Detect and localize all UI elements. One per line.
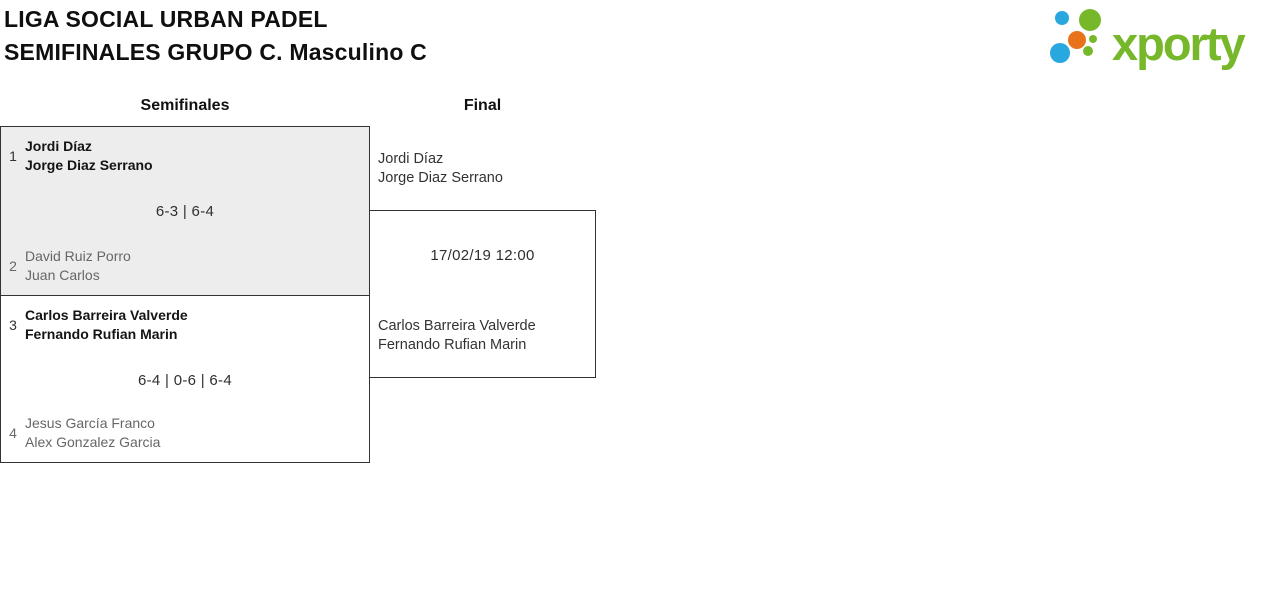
xporty-logo: xporty — [1048, 5, 1276, 73]
match-card-semifinal-1: 1 Jordi Díaz Jorge Diaz Serrano 6-3 | 6-… — [0, 126, 370, 296]
player-name: Carlos Barreira Valverde — [378, 318, 536, 334]
player-name: Fernando Rufian Marin — [25, 326, 178, 342]
player-name: Jordi Díaz — [25, 138, 92, 154]
player-name: Jorge Diaz Serrano — [378, 170, 503, 186]
player-name: Jorge Diaz Serrano — [25, 157, 153, 173]
team-row: 3 Carlos Barreira Valverde Fernando Rufi… — [1, 306, 369, 344]
player-name: Fernando Rufian Marin — [378, 337, 527, 353]
player-name: Alex Gonzalez Garcia — [25, 434, 161, 450]
round-header-semifinales: Semifinales — [140, 97, 230, 114]
team-players: David Ruiz Porro Juan Carlos — [25, 247, 131, 285]
seed-number: 4 — [9, 424, 17, 441]
player-name: Juan Carlos — [25, 267, 100, 283]
match-card-semifinal-2: 3 Carlos Barreira Valverde Fernando Rufi… — [0, 295, 370, 463]
player-name: Jordi Díaz — [378, 151, 444, 167]
team-players: Carlos Barreira Valverde Fernando Rufian… — [25, 306, 188, 344]
team-players: Jesus García Franco Alex Gonzalez Garcia — [25, 414, 160, 452]
match-score: 6-4 | 0-6 | 6-4 — [137, 372, 232, 389]
finalist-bottom-team: Carlos Barreira Valverde Fernando Rufian… — [378, 317, 536, 355]
final-match-datetime: 17/02/19 12:00 — [430, 247, 535, 264]
seed-number: 2 — [9, 257, 17, 274]
match-score: 6-3 | 6-4 — [155, 203, 215, 220]
team-row: 2 David Ruiz Porro Juan Carlos — [1, 247, 369, 285]
team-players: Jordi Díaz Jorge Diaz Serrano — [25, 137, 153, 175]
finalist-top-team: Jordi Díaz Jorge Diaz Serrano — [378, 150, 503, 188]
player-name: Jesus García Franco — [25, 415, 155, 431]
page-title-line2: SEMIFINALES GRUPO C. Masculino C — [4, 39, 427, 65]
seed-number: 1 — [9, 147, 17, 164]
page-title: LIGA SOCIAL URBAN PADEL SEMIFINALES GRUP… — [4, 3, 427, 69]
page-title-line1: LIGA SOCIAL URBAN PADEL — [4, 6, 328, 32]
team-row: 4 Jesus García Franco Alex Gonzalez Garc… — [1, 414, 369, 452]
xporty-logo-text: xporty — [1112, 17, 1246, 70]
match-card-final: 17/02/19 12:00 Carlos Barreira Valverde … — [369, 210, 596, 378]
round-header-final: Final — [463, 97, 502, 114]
xporty-dots-icon — [1050, 9, 1101, 63]
team-row: 1 Jordi Díaz Jorge Diaz Serrano — [1, 137, 369, 175]
seed-number: 3 — [9, 316, 17, 333]
player-name: David Ruiz Porro — [25, 248, 131, 264]
player-name: Carlos Barreira Valverde — [25, 307, 188, 323]
